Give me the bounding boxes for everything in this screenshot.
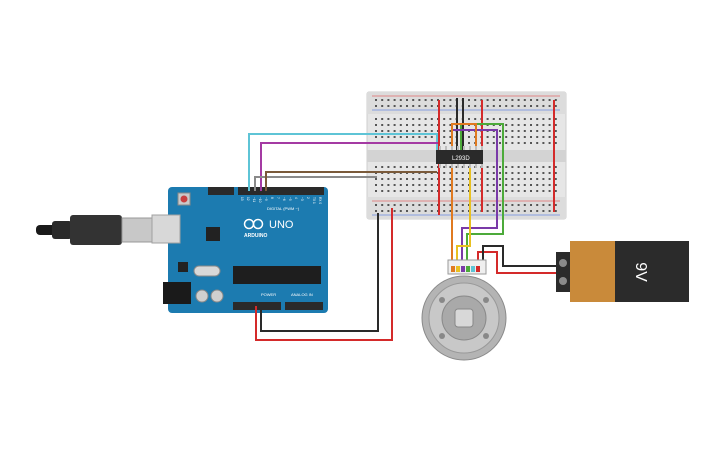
battery-body xyxy=(570,241,615,302)
battery-cap xyxy=(615,241,689,302)
stepper-motor xyxy=(421,259,507,361)
pin-label: ~10 xyxy=(258,197,262,203)
crystal xyxy=(193,265,221,277)
usb-cable xyxy=(36,215,153,245)
pin-label: ~9 xyxy=(264,197,268,201)
wire-brown xyxy=(265,171,437,191)
digital-header-left xyxy=(208,187,234,195)
wire-gray xyxy=(254,176,377,191)
capacitor-2 xyxy=(210,289,224,303)
wire-yellow xyxy=(456,165,471,262)
power-label: POWER xyxy=(261,292,276,297)
reset-button[interactable] xyxy=(180,195,188,203)
arduino-model: UNO xyxy=(269,219,294,231)
wire-orange xyxy=(451,123,477,262)
pin-label: TX 1 xyxy=(312,197,316,204)
wire-black-gnd xyxy=(260,213,379,332)
pin-label: 13 xyxy=(240,197,244,201)
breadboard-holes xyxy=(375,99,557,212)
regulator xyxy=(178,262,188,272)
wire-black-motor xyxy=(482,245,556,267)
pin-label: 2 xyxy=(306,197,310,199)
digital-header-label: DIGITAL (PWM ~) xyxy=(267,206,300,211)
capacitor-1 xyxy=(195,289,209,303)
chip-label: L293D xyxy=(452,156,470,162)
battery-9v: 9V xyxy=(556,241,689,302)
arduino-brand: ARDUINO xyxy=(244,233,267,239)
arduino-uno-board: UNO ARDUINO DIGITAL (PWM ~) POWER ANALOG… xyxy=(151,187,328,313)
pin-label: ~11 xyxy=(252,197,256,202)
wire-red-5v xyxy=(255,208,393,341)
analog-label: ANALOG IN xyxy=(291,292,313,297)
pin-label: 8 xyxy=(270,197,274,199)
power-jack xyxy=(163,282,191,304)
wire-green xyxy=(460,123,504,262)
arduino-logo xyxy=(243,218,264,230)
pin-label: RX 0 xyxy=(318,197,322,204)
usb-chip xyxy=(206,227,220,241)
pin-label: 12 xyxy=(246,197,250,201)
usb-port xyxy=(151,214,181,244)
wire-magenta xyxy=(260,142,439,191)
wire-red-motor xyxy=(477,251,556,274)
pin-label: ~5 xyxy=(288,197,292,201)
motor-shaft xyxy=(454,308,474,328)
battery-label: 9V xyxy=(632,262,649,282)
pin-label: ~6 xyxy=(282,197,286,201)
l293d-driver-chip: L293D xyxy=(436,146,483,168)
battery-snap xyxy=(556,252,570,292)
digital-header xyxy=(238,187,324,195)
atmega-chip xyxy=(233,266,321,284)
pin-label: 7 xyxy=(276,197,280,199)
analog-header xyxy=(285,302,323,310)
pin-label: 4 xyxy=(294,197,298,199)
pin-label: ~3 xyxy=(300,197,304,201)
